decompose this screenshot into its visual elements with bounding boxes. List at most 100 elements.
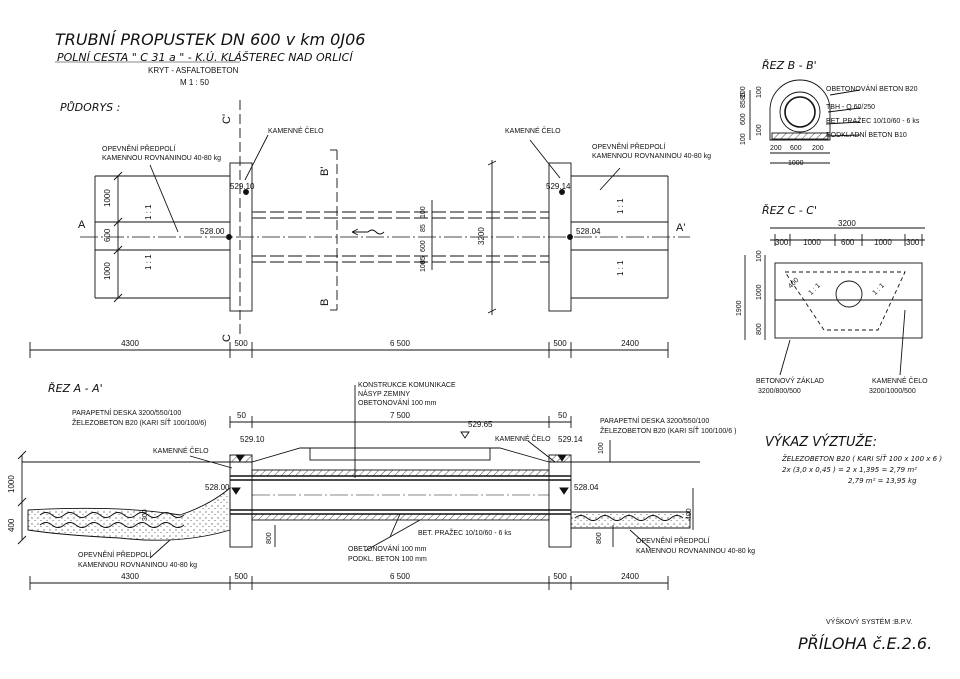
cc-zaklad-2: 3200/800/500 xyxy=(758,388,801,395)
plan-elev-528-04: 528.04 xyxy=(576,227,601,236)
plan-slope-left-top: 1 : 1 xyxy=(144,204,153,220)
aa-opevneni-right-1: OPEVNĚNÍ PŘEDPOLÍ xyxy=(636,538,710,545)
bb-label-prazec: BET. PRAŽEC 10/10/60 - 6 ks xyxy=(826,118,920,125)
surface-label: KRYT - ASFALTOBETON xyxy=(148,66,239,75)
plan-celo-left: KAMENNÉ ČELO xyxy=(268,128,324,135)
plan-dim-600: 600 xyxy=(420,240,427,252)
appendix-label: PŘÍLOHA č.E.2.6. xyxy=(798,634,933,653)
bb-vdim-2: 85 xyxy=(740,100,747,108)
plan-bottom-dim-1: 4300 xyxy=(121,339,139,348)
plan-dim-600: 600 xyxy=(103,228,112,242)
cc-vdim-1900: 1900 xyxy=(736,300,743,316)
section-mark-b: B xyxy=(319,298,331,306)
cc-dim-1: 300 xyxy=(775,238,789,247)
section-cc-heading: ŘEZ C - C' xyxy=(762,204,817,217)
aa-podkl-beton: PODKL. BETON 100 mm xyxy=(348,556,427,563)
plan-dim-3200: 3200 xyxy=(477,227,486,245)
section-mark-a-prime: A' xyxy=(676,222,686,234)
aa-dim-1000: 1000 xyxy=(7,475,16,493)
aa-elev-529-10: 529.10 xyxy=(240,435,265,444)
plan-bottom-dim-5: 2400 xyxy=(621,339,639,348)
aa-bottom-dim-2: 500 xyxy=(234,572,248,581)
section-cc-view xyxy=(744,227,925,376)
aa-parapet-left-2: ŽELEZOBETON B20 (KARI SÍŤ 100/100/6) xyxy=(72,420,207,427)
aa-dim-800-right: 800 xyxy=(596,532,603,544)
scale-label: M 1 : 50 xyxy=(180,78,209,87)
vykaz-line-1: ŽELEZOBETON B20 ( KARI SÍŤ 100 x 100 x 6… xyxy=(782,455,943,463)
aa-elev-529-14: 529.14 xyxy=(558,435,583,444)
vykaz-line-3: 2,79 m² = 13,95 kg xyxy=(848,477,917,485)
height-system-label: VÝŠKOVÝ SYSTÉM :B.P.V. xyxy=(826,619,913,626)
aa-dim-50-right: 50 xyxy=(558,411,567,420)
aa-bottom-dim-4: 500 xyxy=(553,572,567,581)
section-mark-c-prime: C' xyxy=(221,113,233,124)
aa-dim-800-left: 800 xyxy=(266,532,273,544)
cc-vdim-100: 100 xyxy=(756,250,763,262)
plan-bottom-dim-3: 6 500 xyxy=(389,339,411,348)
aa-bottom-dim-1: 4300 xyxy=(121,572,139,581)
cc-celo-1: KAMENNÉ ČELO xyxy=(872,378,928,385)
plan-dim-100-b: 100 xyxy=(420,260,427,272)
aa-bottom-dim-5: 2400 xyxy=(621,572,639,581)
bb-ldim-1: 100 xyxy=(756,86,763,98)
cc-dim-total: 3200 xyxy=(838,219,856,228)
plan-bottom-dim-2: 500 xyxy=(234,339,248,348)
plan-dim-100-a: 100 xyxy=(420,206,427,218)
plan-opevneni-left-2: KAMENNOU ROVNANINOU 40-80 kg xyxy=(102,155,222,162)
section-mark-a: A xyxy=(78,219,86,231)
bb-label-obetonovani: OBETONOVÁNÍ BETON B20 xyxy=(826,86,918,93)
aa-elev-528-00: 528.00 xyxy=(205,483,230,492)
aa-prazec: BET. PRAŽEC 10/10/60 - 6 ks xyxy=(418,530,512,537)
section-mark-c: C xyxy=(221,334,233,342)
plan-elev-529-10: 529.10 xyxy=(230,182,255,191)
bb-dim-1000: 1000 xyxy=(788,160,804,167)
bb-vdim-3: 600 xyxy=(740,113,747,125)
aa-parapet-left-1: PARAPETNÍ DESKA 3200/550/100 xyxy=(72,410,182,417)
plan-celo-right: KAMENNÉ ČELO xyxy=(505,128,561,135)
plan-bottom-dim-4: 500 xyxy=(553,339,567,348)
section-bb-heading: ŘEZ B - B' xyxy=(762,59,817,72)
plan-opevneni-right-2: KAMENNOU ROVNANINOU 40-80 kg xyxy=(592,153,712,160)
plan-opevneni-left-1: OPEVNĚNÍ PŘEDPOLÍ xyxy=(102,146,176,153)
plan-dim-1000-top: 1000 xyxy=(103,189,112,207)
section-aa-view xyxy=(17,385,700,590)
plan-slope-right-bottom: 1 : 1 xyxy=(616,260,625,276)
cc-celo-2: 3200/1000/500 xyxy=(869,388,916,395)
aa-opevneni-left-1: OPEVNĚNÍ PŘEDPOLÍ xyxy=(78,552,152,559)
aa-celo-right: KAMENNÉ ČELO xyxy=(495,436,551,443)
aa-bottom-dim-3: 6 500 xyxy=(389,572,411,581)
vykaz-heading: VÝKAZ VÝZTUŽE: xyxy=(765,435,877,450)
bb-vdim-4: 85 xyxy=(740,92,747,100)
aa-konstrukce: KONSTRUKCE KOMUNIKACE xyxy=(358,382,456,389)
cc-dim-3: 600 xyxy=(841,238,855,247)
bb-dim-200-a: 200 xyxy=(770,145,782,152)
bb-label-podkladni: PODKLADNÍ BETON B10 xyxy=(826,132,907,139)
aa-elev-528-04: 528.04 xyxy=(574,483,599,492)
plan-dim-1000-bottom: 1000 xyxy=(103,262,112,280)
aa-parapet-right-1: PARAPETNÍ DESKA 3200/550/100 xyxy=(600,418,710,425)
aa-obetonovani-top: OBETONOVÁNÍ 100 mm xyxy=(358,400,437,407)
aa-opevneni-right-2: KAMENNOU ROVNANINOU 40-80 kg xyxy=(636,548,756,555)
section-aa-heading: ŘEZ A - A' xyxy=(48,382,103,395)
bb-label-tbh: TBH - Q 60/250 xyxy=(826,104,876,111)
cc-dim-4: 1000 xyxy=(874,238,892,247)
plan-heading: PŮDORYS : xyxy=(60,101,121,114)
plan-elev-529-14: 529.14 xyxy=(546,182,571,191)
aa-nasyp: NÁSYP ZEMINY xyxy=(358,391,410,398)
bb-vdim-5: 100 xyxy=(740,133,747,145)
cc-vdim-800: 800 xyxy=(756,323,763,335)
plan-view xyxy=(29,100,690,358)
cc-zaklad-1: BETONOVÝ ZÁKLAD xyxy=(756,378,824,385)
aa-opevneni-left-2: KAMENNOU ROVNANINOU 40-80 kg xyxy=(78,562,198,569)
aa-elev-529-65: 529.65 xyxy=(468,420,493,429)
aa-dim-400-right: 400 xyxy=(686,508,693,520)
aa-celo-left: KAMENNÉ ČELO xyxy=(153,448,209,455)
aa-dim-50-left: 50 xyxy=(237,411,246,420)
aa-dim-400-left: 400 xyxy=(7,518,16,532)
drawing-title: TRUBNÍ PROPUSTEK DN 600 v km 0J06 xyxy=(55,30,366,49)
section-mark-b-prime: B' xyxy=(319,166,331,176)
plan-slope-right-top: 1 : 1 xyxy=(616,198,625,214)
cc-dim-2: 1000 xyxy=(803,238,821,247)
plan-elev-528-00: 528.00 xyxy=(200,227,225,236)
